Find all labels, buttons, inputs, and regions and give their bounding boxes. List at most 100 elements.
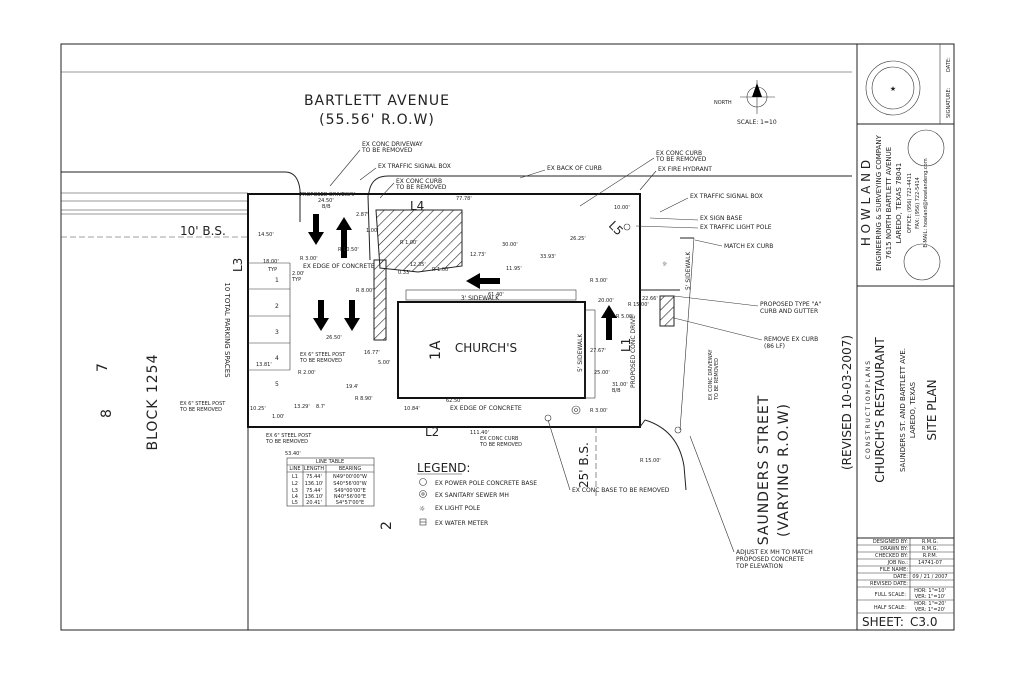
dim-21: 22.66' xyxy=(642,296,658,302)
legend-title: LEGEND: xyxy=(417,461,470,475)
stall-number-3: 3 xyxy=(275,329,279,336)
lot-2-group: 2 xyxy=(379,520,395,530)
project-location: SAUNDERS ST. AND BARTLETT AVE. xyxy=(899,348,907,472)
building-name: CHURCH'S xyxy=(455,341,517,355)
info-row: DESIGNED BY: R.M.G. xyxy=(873,539,939,545)
dim-3: B/B xyxy=(322,204,331,210)
company-fax: FAX: (956) 722-5414 xyxy=(915,177,921,229)
sheet-title: SITE PLAN xyxy=(925,379,939,440)
line-label-l5-group: L5 xyxy=(606,218,626,238)
project-location-2: LAREDO, TEXAS xyxy=(909,381,917,438)
construction-plans-label: C O N S T R U C T I O N P L A N S xyxy=(865,361,872,459)
legend: LEGEND: EX POWER POLE CONCRETE BASE EX S… xyxy=(417,461,537,527)
callout-26: EX CONC DRIVEWAY xyxy=(708,348,714,400)
saunders-sidewalk xyxy=(679,237,695,431)
dim-6: 10.00' xyxy=(614,205,630,211)
company-seal-1 xyxy=(907,129,945,167)
info-row: DRAWN BY: R.M.G. xyxy=(880,546,938,552)
bartlett-avenue-label: BARTLETT AVENUE xyxy=(304,93,450,109)
driveway-edge-east xyxy=(367,195,371,261)
line-table-cell: S49°00'00"E xyxy=(334,488,366,494)
dim-34: R 3.00' xyxy=(590,408,608,414)
project-name: CHURCH'S RESTAURANT xyxy=(873,337,887,483)
dim-16: 30.00' xyxy=(502,242,518,248)
dim-11: R 3.00' xyxy=(300,256,318,262)
dim-18: 26.25' xyxy=(570,236,586,242)
callout-6: EX TRAFFIC SIGNAL BOX xyxy=(690,193,763,200)
setback-10-label: 10' B.S. xyxy=(180,224,226,238)
dim-49: 1.00' xyxy=(366,228,379,234)
sidewalk-5ft-east-group: 5' SIDEWALK xyxy=(685,251,692,290)
callout-11b: (86 LF) xyxy=(764,343,785,350)
dim-31: 62.50' xyxy=(446,398,462,404)
callout-3: EX BACK OF CURB xyxy=(547,165,602,172)
callout-17: EX 6" STEEL POST xyxy=(266,433,312,439)
callout-21: ADJUST EX MH TO MATCH xyxy=(736,549,813,556)
dim-24: 16.77' xyxy=(364,350,380,356)
line-table-cell: 75.44' xyxy=(306,488,322,494)
dim-19: 61.40' xyxy=(488,292,504,298)
stall-number-2: 2 xyxy=(275,303,279,310)
line-label-l1-group: L1 xyxy=(619,338,633,352)
dim-5: 77.78' xyxy=(456,196,472,202)
info-row: CHECKED BY: R.P.M. xyxy=(875,553,938,559)
half-scale-ver: VER: 1"=20' xyxy=(915,607,946,613)
info-row: REVISED DATE: xyxy=(870,581,908,587)
north-label: NORTH xyxy=(714,100,732,106)
stall-number-4: 4 xyxy=(275,355,279,362)
line-label-l4: L4 xyxy=(410,199,424,213)
east-hatched xyxy=(659,295,675,327)
line-table-cell: 136.10' xyxy=(305,481,324,487)
line-label-l1: L1 xyxy=(619,338,633,352)
dim-25: 5.00' xyxy=(378,360,391,366)
info-label: JOB No.: xyxy=(887,560,909,566)
traffic-light-symbol xyxy=(623,223,631,231)
callout-11: REMOVE EX CURB xyxy=(764,336,818,343)
sheet-border xyxy=(60,43,955,631)
dim-7: 18.00' xyxy=(263,259,279,265)
info-row: FILE NAME: xyxy=(880,567,909,573)
callout-26-group: EX CONC DRIVEWAY TO BE REMOVED xyxy=(708,348,720,401)
dim-35: 10.25' xyxy=(250,406,266,412)
line-table-cell: 20.41' xyxy=(306,500,322,506)
info-value: 14741-07 xyxy=(918,560,942,566)
callout-10b: CURB AND GUTTER xyxy=(760,308,818,315)
info-value: R.M.G. xyxy=(922,539,939,545)
line-table-header-line: LINE xyxy=(289,466,300,472)
callout-7: EX SIGN BASE xyxy=(700,215,742,222)
sidewalk-5ft-east-label: 5' SIDEWALK xyxy=(685,251,692,290)
sidewalk-3ft xyxy=(405,289,577,301)
parking-total-label: 10 TOTAL PARKING SPACES xyxy=(223,282,231,378)
seal-star-icon: ★ xyxy=(890,85,896,93)
block-label: BLOCK 1254 xyxy=(145,354,161,451)
info-value: R.M.G. xyxy=(922,546,939,552)
dim-47: 12.35' xyxy=(410,262,426,268)
callout-14: EX EDGE OF CONCRETE xyxy=(303,263,375,270)
dim-2: 24.50' xyxy=(318,198,334,204)
dim-26: 13.81' xyxy=(256,362,272,368)
info-label: FILE NAME: xyxy=(880,567,909,573)
dim-10: TYP xyxy=(291,277,301,283)
lot-1a-group: 1A xyxy=(428,340,444,360)
line-table-row: L1 75.44' N49°00'00"W xyxy=(292,474,367,480)
dim-39: 111.40' xyxy=(470,430,489,436)
dim-42: B/B xyxy=(612,388,621,394)
legend-item-sanitary-mh: EX SANITARY SEWER MH xyxy=(435,492,509,499)
power-pole-icon xyxy=(419,478,427,486)
callout-9: MATCH EX CURB xyxy=(724,243,773,250)
dim-8: TYP xyxy=(267,267,277,273)
light-pole-symbol: ☼ xyxy=(662,261,668,268)
callout-18: EX EDGE OF CONCRETE xyxy=(450,405,522,412)
project-group: C O N S T R U C T I O N P L A N S CHURCH… xyxy=(865,337,939,483)
line-table-header-bearing: BEARING xyxy=(339,466,362,472)
line-table-row: L4 136.10' N40°56'00"E xyxy=(292,494,366,500)
company-address: 7615 NORTH BARTLETT AVENUE xyxy=(885,147,893,259)
info-value: R.P.M. xyxy=(923,553,938,559)
callout-5: EX FIRE HYDRANT xyxy=(658,166,712,173)
dim-13: R 1.00' xyxy=(432,267,450,273)
dim-37: 8.7' xyxy=(316,404,325,410)
legend-item-power-pole: EX POWER POLE CONCRETE BASE xyxy=(435,480,537,487)
dim-17: 33.93' xyxy=(540,254,556,260)
hatched-strip xyxy=(373,259,387,341)
callout-13: EX CONC CURB xyxy=(396,178,442,185)
